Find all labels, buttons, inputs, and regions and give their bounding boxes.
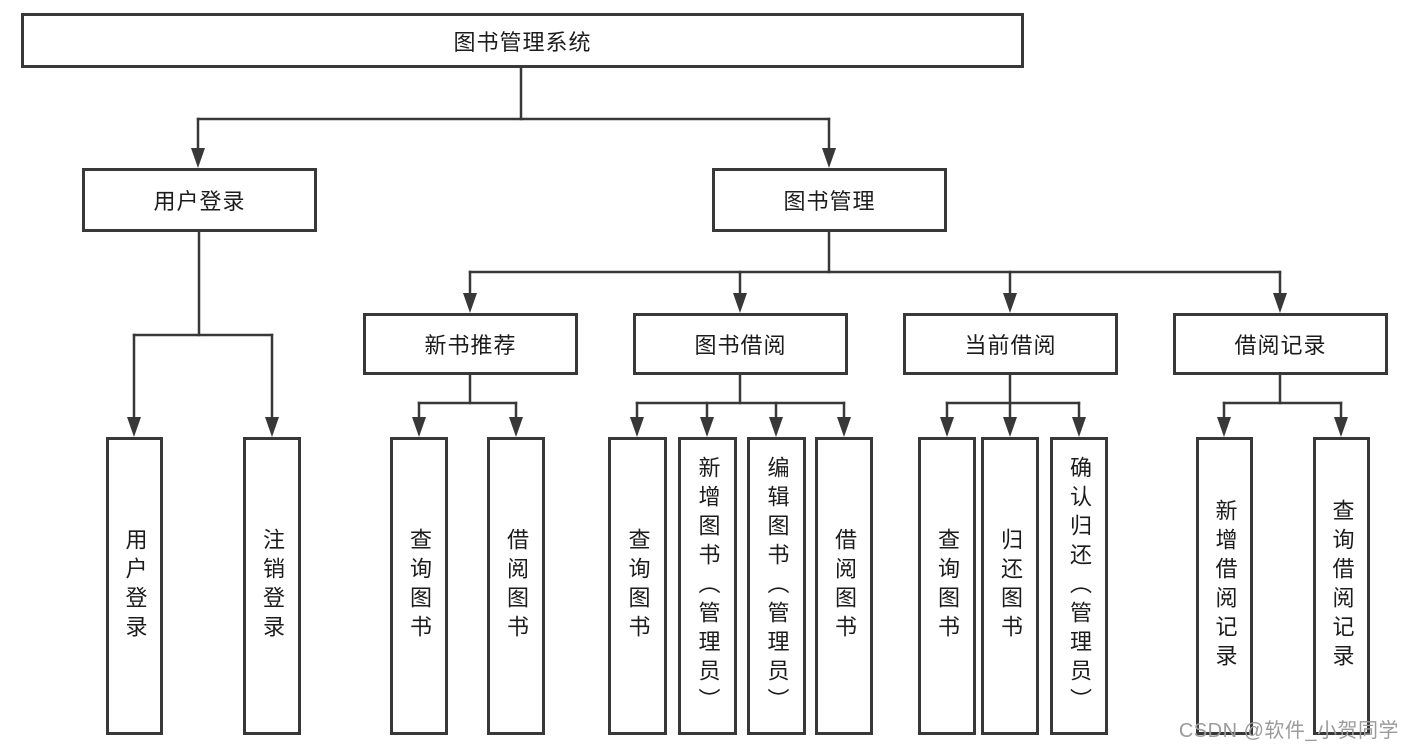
node-borrow-books: 借阅图书: [815, 437, 873, 735]
arrowhead-icon: [733, 293, 747, 313]
arrowhead-icon: [191, 148, 205, 168]
node-user-login: 用户登录: [106, 437, 163, 735]
node-query-books-current: 查询图书: [918, 437, 976, 735]
arrowhead-icon: [265, 417, 279, 437]
connector-book-borrow-split: [630, 373, 851, 437]
arrowhead-icon: [509, 417, 523, 437]
node-label: 借阅图书: [832, 528, 857, 644]
arrowhead-icon: [837, 417, 851, 437]
node-label: 图书管理系统: [453, 29, 592, 55]
node-label: 查询图书: [407, 528, 432, 644]
arrowhead-icon: [630, 417, 644, 437]
arrowhead-icon: [700, 417, 714, 437]
node-new-book-recommendation: 新书推荐: [363, 313, 578, 375]
connector-borrow-record-split: [1217, 373, 1348, 437]
connector-new-book-split: [412, 373, 523, 437]
node-label: 编辑图书（管理员）: [764, 455, 790, 717]
node-label: 图书借阅: [694, 333, 787, 358]
node-add-borrow-record: 新增借阅记录: [1196, 437, 1253, 735]
arrowhead-icon: [1334, 417, 1348, 437]
node-label: 查询借阅记录: [1329, 499, 1355, 673]
arrowhead-icon: [769, 417, 783, 437]
arrowhead-icon: [127, 417, 141, 437]
arrowhead-icon: [1217, 417, 1231, 437]
arrowhead-icon: [463, 293, 477, 313]
node-label: 查询图书: [625, 528, 651, 644]
node-borrowing-records: 借阅记录: [1173, 313, 1388, 375]
connector-user-login-split: [127, 230, 279, 437]
arrowhead-icon: [1003, 293, 1017, 313]
node-query-books-recommend: 查询图书: [390, 437, 448, 735]
arrowhead-icon: [822, 148, 836, 168]
node-return-books: 归还图书: [981, 437, 1039, 735]
connector-root-split: [191, 66, 836, 168]
node-book-management-module: 图书管理: [712, 168, 947, 232]
arrowhead-icon: [1072, 417, 1086, 437]
node-query-books-borrow: 查询图书: [608, 437, 667, 735]
node-label: 注销登录: [260, 528, 285, 644]
node-label: 借阅记录: [1234, 333, 1327, 358]
node-borrow-books-recommend: 借阅图书: [487, 437, 545, 735]
arrowhead-icon: [412, 417, 426, 437]
node-label: 新增图书（管理员）: [695, 455, 721, 717]
node-confirm-return-admin: 确认归还（管理员）: [1050, 437, 1108, 735]
node-label: 借阅图书: [504, 528, 529, 644]
node-user-login-module: 用户登录: [82, 168, 317, 232]
node-add-books-admin: 新增图书（管理员）: [678, 437, 737, 735]
node-label: 查询图书: [935, 528, 960, 644]
arrowhead-icon: [940, 417, 954, 437]
arrowhead-icon: [1003, 417, 1017, 437]
node-edit-books-admin: 编辑图书（管理员）: [747, 437, 806, 735]
node-label: 新书推荐: [424, 333, 517, 358]
node-label: 图书管理: [783, 189, 876, 214]
csdn-watermark: CSDN @软件_小贺同学: [1178, 720, 1399, 742]
node-label: 当前借阅: [964, 333, 1057, 358]
node-book-borrowing: 图书借阅: [633, 313, 848, 375]
node-logout: 注销登录: [243, 437, 301, 735]
node-query-borrow-record: 查询借阅记录: [1313, 437, 1370, 735]
node-label: 确认归还（管理员）: [1067, 455, 1092, 717]
node-label: 新增借阅记录: [1212, 499, 1238, 673]
node-current-borrowing: 当前借阅: [903, 313, 1118, 375]
connector-current-borrow-split: [940, 373, 1086, 437]
connector-book-management-split: [463, 230, 1287, 313]
node-label: 用户登录: [153, 189, 246, 214]
node-label: 用户登录: [122, 528, 148, 644]
arrowhead-icon: [1273, 293, 1287, 313]
node-label: 归还图书: [998, 528, 1023, 644]
node-library-management-system: 图书管理系统: [21, 13, 1024, 68]
